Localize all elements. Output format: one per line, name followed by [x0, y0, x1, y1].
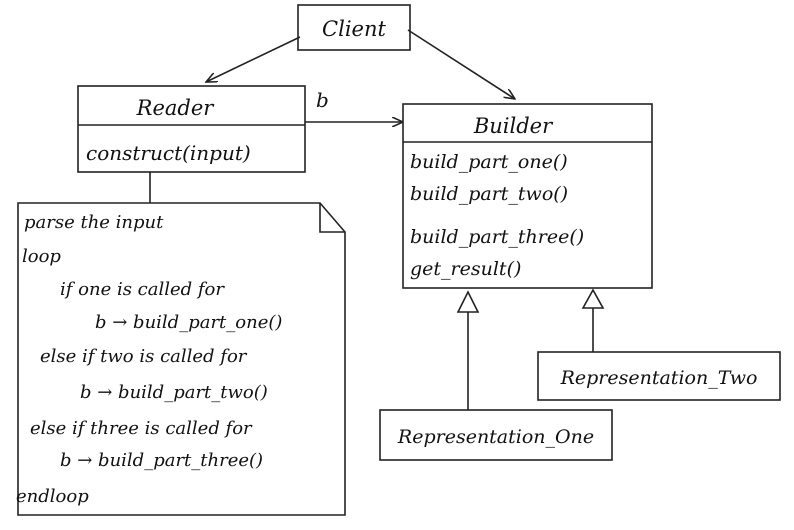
client-to-reader-arrow [206, 36, 301, 82]
builder-class: Builder build_part_one() build_part_two(… [402, 103, 653, 289]
inheritance-arrow-one [456, 290, 480, 410]
note-line: b → build_part_three() [60, 450, 263, 471]
builder-method: build_part_two() [410, 183, 568, 205]
builder-method: build_part_one() [410, 151, 568, 173]
reader-class: Reader construct(input) [77, 85, 306, 173]
builder-method: build_part_three() [410, 226, 584, 248]
note-line: b → build_part_two() [80, 382, 268, 403]
note-line: parse the input [24, 212, 164, 233]
builder-method: get_result() [410, 258, 521, 280]
note-line: else if three is called for [30, 418, 253, 439]
association-label: b [316, 88, 329, 112]
inheritance-arrow-two [581, 288, 605, 352]
client-to-builder-arrow [407, 29, 515, 99]
note-line: endloop [16, 486, 89, 507]
note-line: if one is called for [60, 279, 225, 300]
reader-label: Reader [136, 96, 216, 120]
note-line: loop [22, 246, 61, 267]
note-line: b → build_part_one() [95, 312, 282, 333]
client-class: Client [297, 4, 411, 51]
reader-method: construct(input) [86, 141, 251, 165]
reader-note: parse the input loop if one is called fo… [16, 202, 346, 516]
builder-label: Builder [473, 114, 554, 138]
representation-one-label: Representation_One [397, 426, 594, 448]
representation-two-label: Representation_Two [560, 367, 758, 389]
representation-two-class: Representation_Two [537, 351, 781, 401]
client-label: Client [322, 17, 386, 41]
note-line: else if two is called for [40, 346, 248, 367]
representation-one-class: Representation_One [379, 409, 613, 461]
